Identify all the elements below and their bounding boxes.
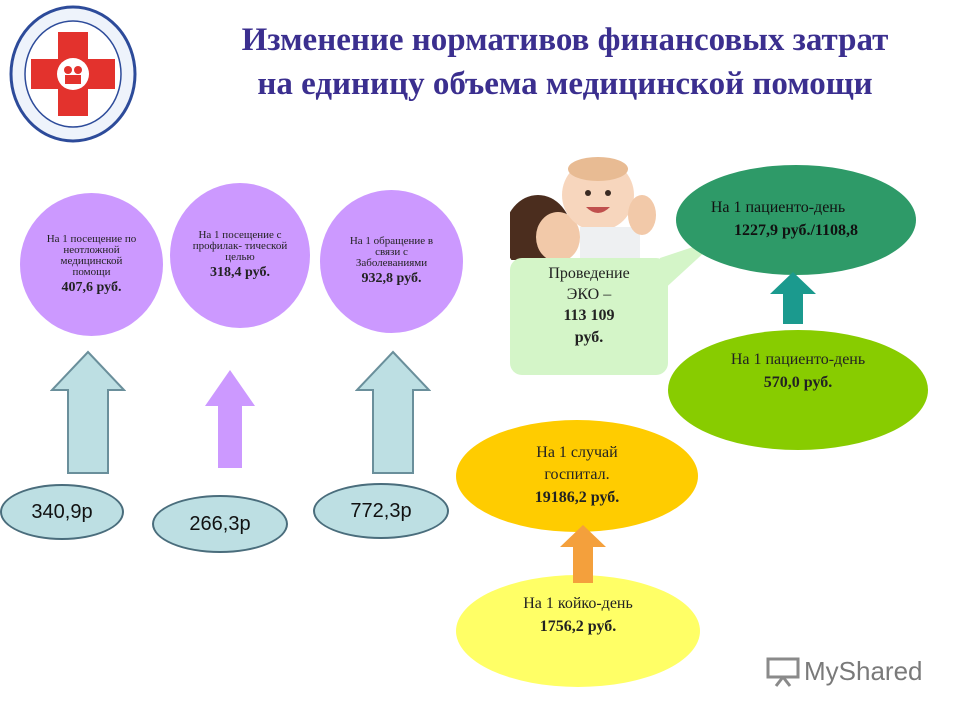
watermark-text: MyShared xyxy=(804,656,923,686)
presentation-icon xyxy=(766,657,800,687)
circle-value: 407,6 руб. xyxy=(61,279,122,295)
patient-day-bottom-label: На 1 пациенто-день xyxy=(730,351,866,368)
up-arrow-3 xyxy=(355,350,431,474)
eco-label-1: Проведение xyxy=(548,265,630,282)
circle-value: 932,8 руб. xyxy=(361,271,422,286)
up-arrow-1 xyxy=(50,350,126,474)
up-arrow-orange xyxy=(560,525,606,583)
patient-day-top-label: На 1 пациенто-день xyxy=(710,199,846,216)
eco-label-2: ЭКО – xyxy=(566,286,612,303)
watermark: MyShared xyxy=(766,656,923,687)
eco-callout-bubble: Проведение ЭКО – 113 109 руб. xyxy=(510,238,720,375)
emblem-logo xyxy=(8,4,138,144)
mother-baby-photo xyxy=(510,155,662,260)
up-arrow-2 xyxy=(205,370,255,468)
prev-value-pill-3: 772,3р xyxy=(313,483,449,539)
patient-day-bottom: На 1 пациенто-день 570,0 руб. xyxy=(668,330,928,450)
hospital-case-label-1: На 1 случай xyxy=(536,444,618,461)
bed-day: На 1 койко-день 1756,2 руб. xyxy=(456,575,700,687)
eco-value-1: 113 109 xyxy=(563,307,615,324)
hospital-case-value: 19186,2 руб. xyxy=(534,489,620,506)
patient-day-top-value: 1227,9 руб./1108,8 xyxy=(733,222,859,239)
circle-preventive-visit: На 1 посещение с профилак- тической цель… xyxy=(170,183,310,328)
bed-day-label: На 1 койко-день xyxy=(523,595,633,612)
eco-value-2: руб. xyxy=(574,329,604,346)
hospital-case-label-2: госпитал. xyxy=(544,466,610,483)
circle-disease-appeal: На 1 обращение в связи с Заболеваниями 9… xyxy=(320,190,463,333)
circle-value: 318,4 руб. xyxy=(210,265,270,280)
bed-day-value: 1756,2 руб. xyxy=(539,618,617,635)
title-line-1: Изменение нормативов финансовых затрат xyxy=(241,22,889,58)
prev-value-pill-2: 266,3р xyxy=(152,495,288,553)
prev-value-pill-1: 340,9р xyxy=(0,484,124,540)
page-title: Изменение нормативов финансовых затрат н… xyxy=(180,18,950,106)
patient-day-bottom-value: 570,0 руб. xyxy=(763,374,833,391)
hospital-case: На 1 случай госпитал. 19186,2 руб. xyxy=(456,420,698,532)
circle-emergency-visit: На 1 посещение по неотложной медицинской… xyxy=(20,193,163,336)
circle-label: На 1 посещение по неотложной медицинской… xyxy=(46,232,137,278)
circle-label: На 1 обращение в связи с Заболеваниями xyxy=(349,235,434,269)
circle-label: На 1 посещение с профилак- тической цель… xyxy=(192,229,288,263)
title-line-2: на единицу объема медицинской помощи xyxy=(257,66,873,102)
up-arrow-teal xyxy=(770,272,816,324)
patient-day-top: На 1 пациенто-день 1227,9 руб./1108,8 xyxy=(676,165,916,275)
